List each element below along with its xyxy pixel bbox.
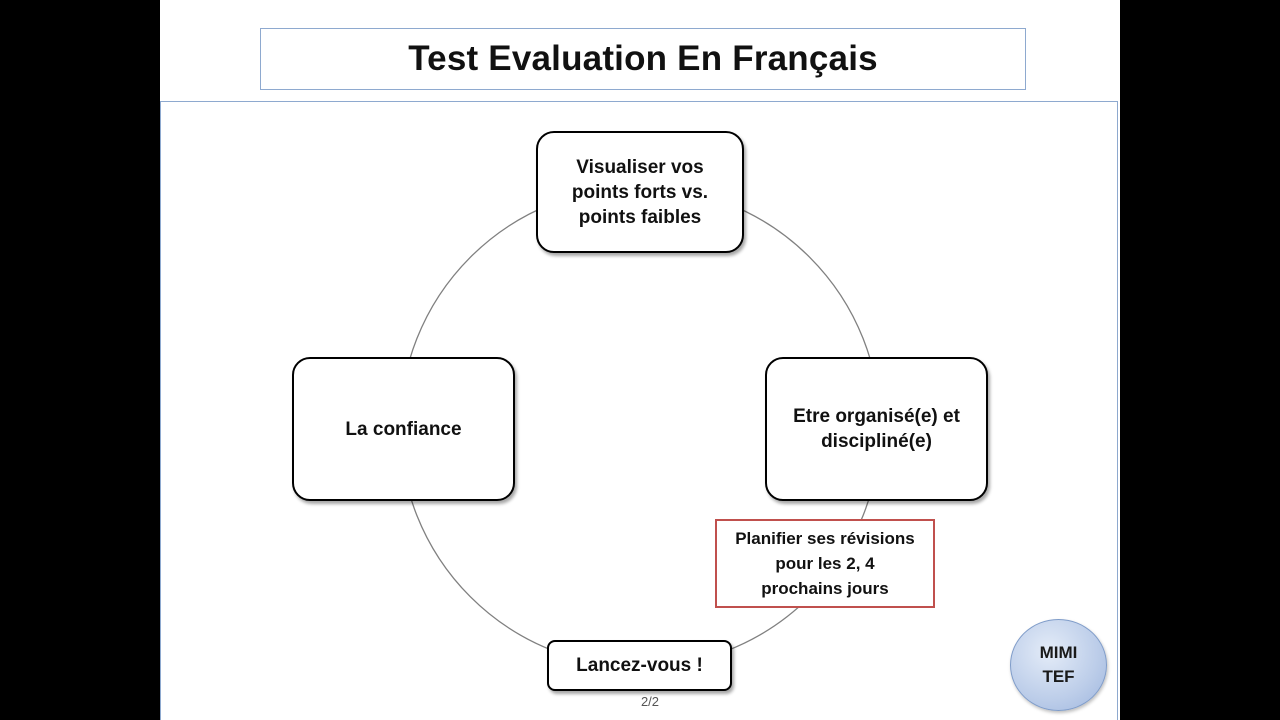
- note-text-line: prochains jours: [761, 579, 889, 598]
- node-text-line: discipliné(e): [821, 431, 932, 452]
- node-text-line: points forts vs.: [571, 181, 709, 203]
- cycle-node-lancez: Lancez-vous !: [547, 640, 732, 691]
- page-title: Test Evaluation En Français: [408, 39, 878, 78]
- cycle-node-visualiser: Visualiser vos points forts vs. points f…: [536, 131, 744, 253]
- node-text-line: points faibles: [578, 206, 702, 228]
- slide: Test Evaluation En Français Visualiser v…: [160, 0, 1120, 720]
- cycle-node-organise: Etre organisé(e) et discipliné(e): [765, 357, 988, 501]
- node-text-line: La confiance: [345, 418, 462, 440]
- node-text-line: Visualiser vos: [576, 156, 704, 178]
- note-text-line: pour les 2, 4: [775, 554, 875, 573]
- page-number: 2/2: [640, 694, 660, 709]
- content-frame: [160, 101, 1118, 720]
- badge-line: TEF: [1042, 667, 1075, 686]
- planifier-note: Planifier ses révisions pour les 2, 4 pr…: [715, 519, 935, 608]
- node-text-line: Lancez-vous !: [576, 655, 703, 676]
- title-box: Test Evaluation En Français: [260, 28, 1026, 90]
- cycle-node-confiance: La confiance: [292, 357, 515, 501]
- mimi-tef-badge: MIMI TEF: [1010, 619, 1107, 711]
- node-text-line: Etre organisé(e) et: [793, 406, 960, 427]
- note-text-line: Planifier ses révisions: [735, 529, 915, 548]
- badge-line: MIMI: [1039, 643, 1078, 662]
